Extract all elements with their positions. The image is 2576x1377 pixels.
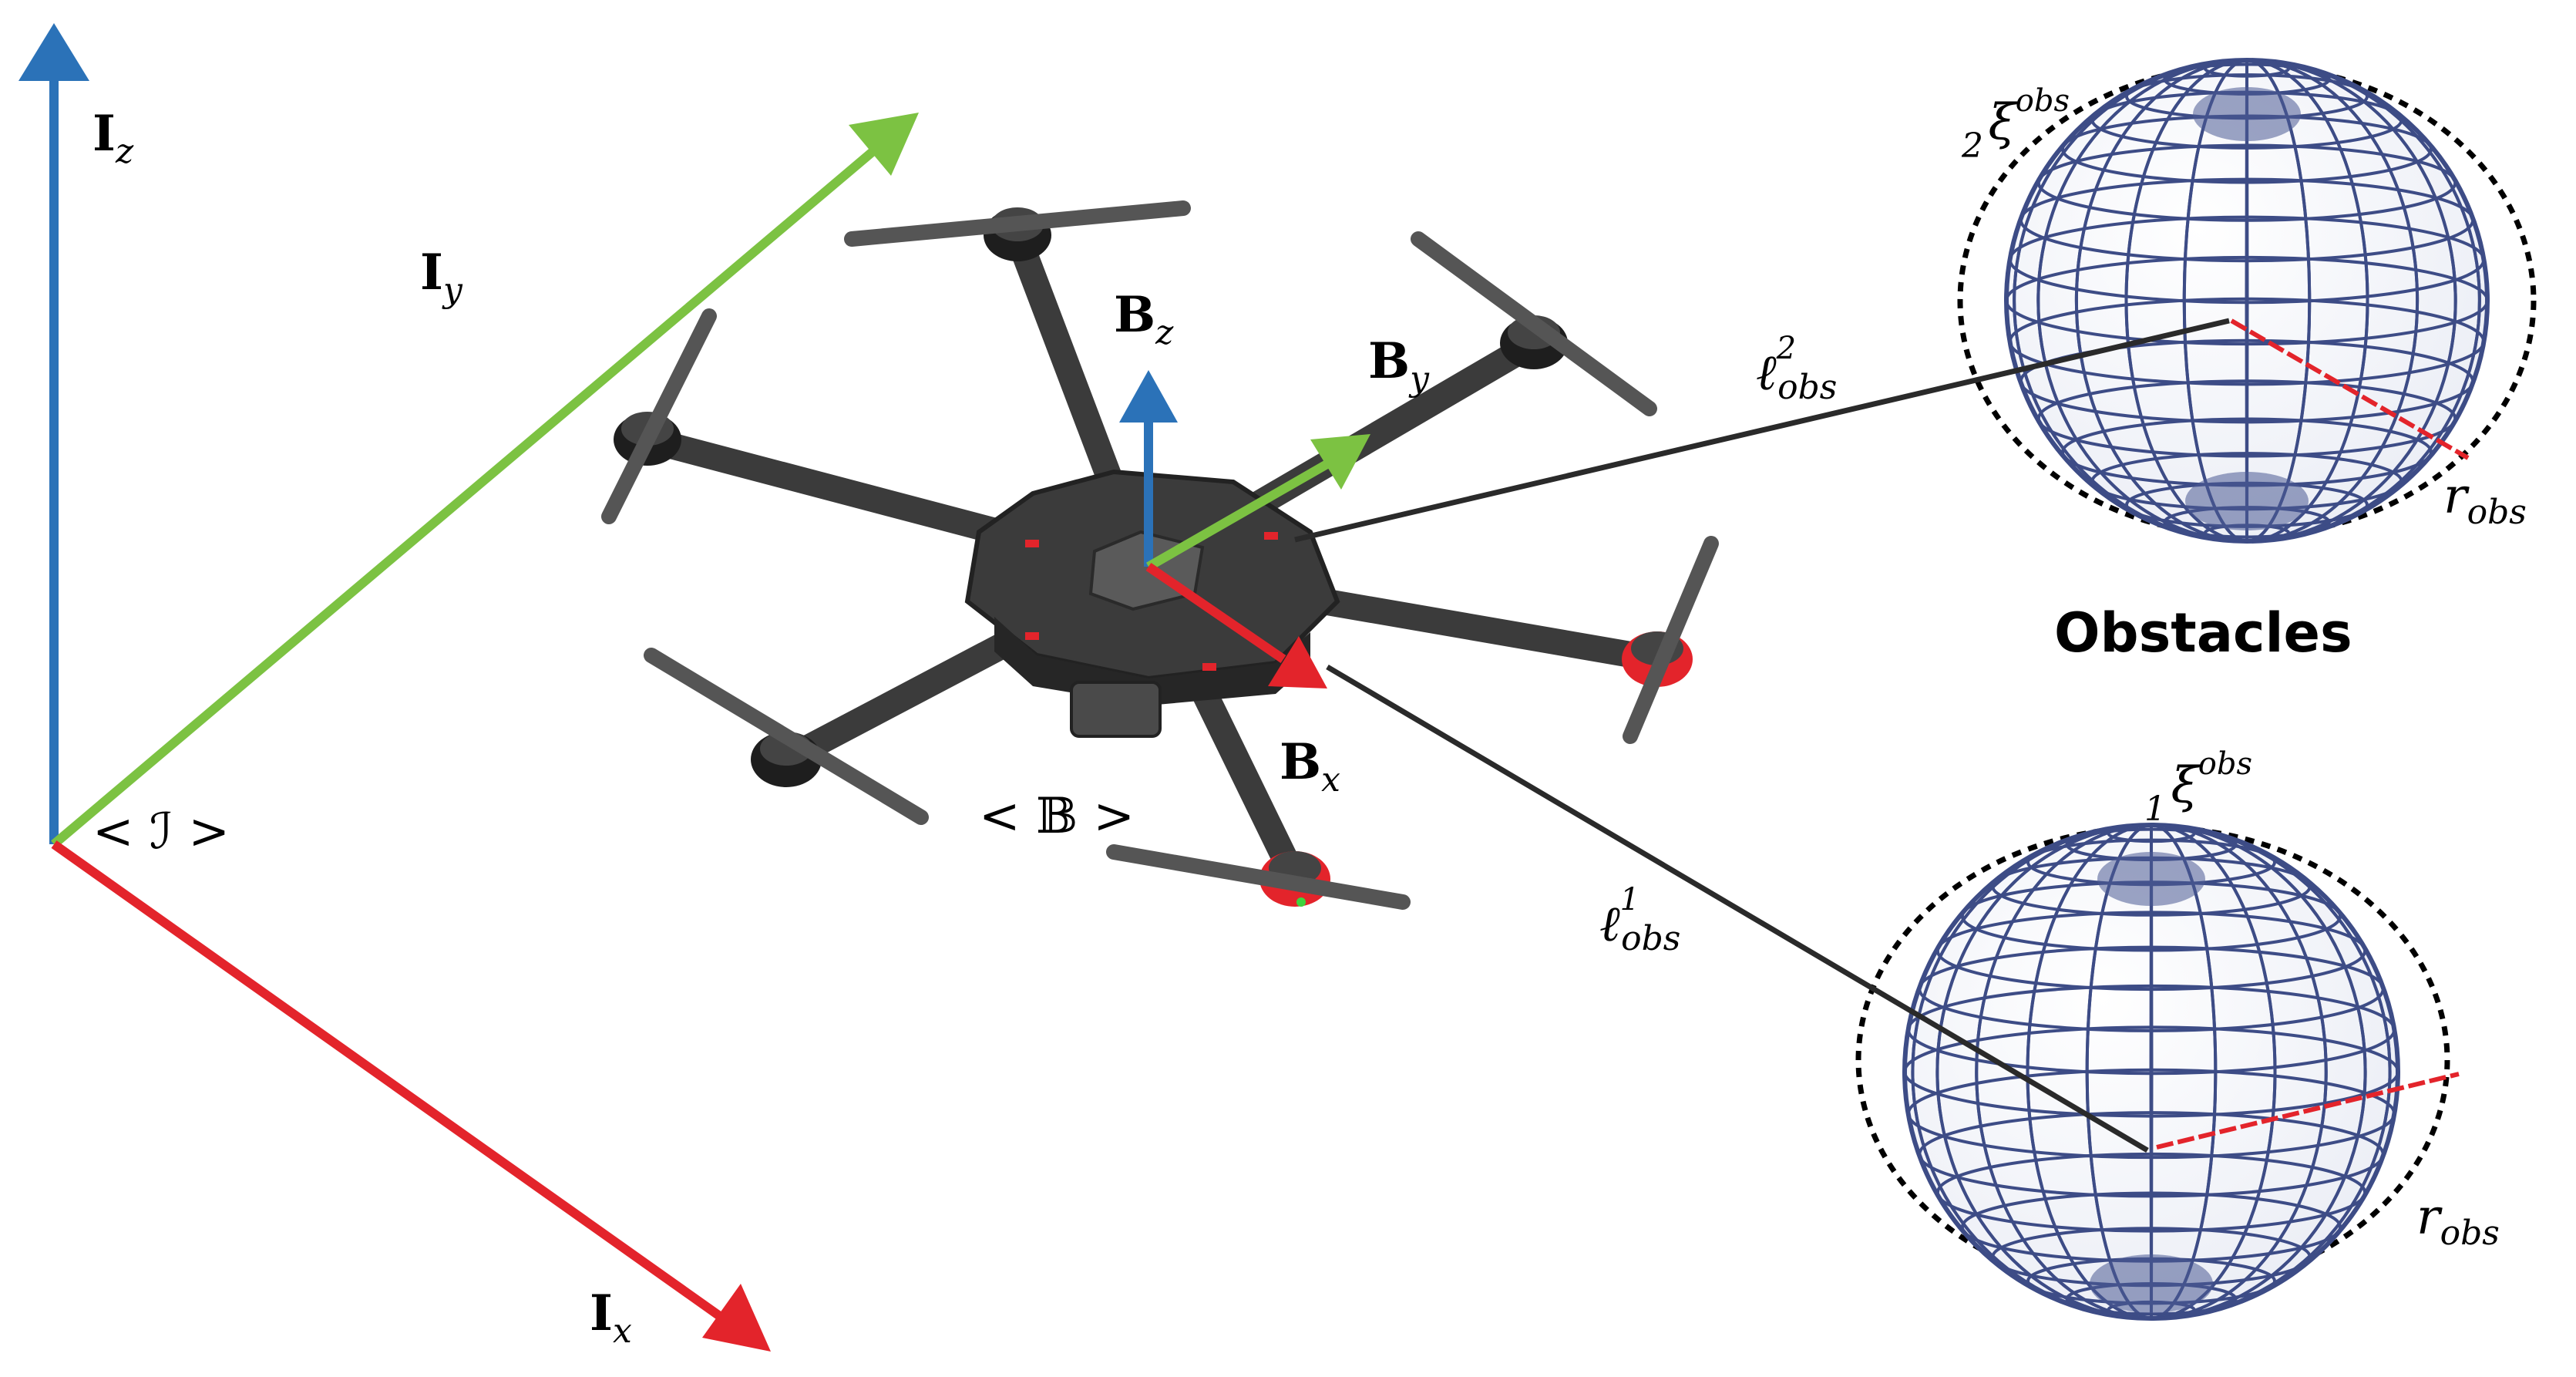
- obstacle-2-radius-line: [2230, 318, 2470, 460]
- body-y-axis: [1146, 458, 1332, 571]
- body-y-label: By: [1368, 332, 1430, 399]
- body-y-arrowhead: [1310, 434, 1370, 490]
- inertial-y-axis: [51, 143, 882, 848]
- sphere-meridian: [2245, 60, 2249, 541]
- body-x-arrowhead: [1268, 636, 1327, 688]
- sphere-meridian: [2085, 825, 2218, 1318]
- body-x-label: Bx: [1280, 733, 1340, 800]
- body-z-arrowhead: [1119, 370, 1178, 423]
- body-frame-label: < 𝔹 >: [979, 788, 1135, 845]
- obstacle-2-distance-line: [1294, 318, 2230, 543]
- body-frame: Bz By Bx < 𝔹 >: [979, 286, 1430, 845]
- motor-group: [601, 200, 1719, 910]
- sphere-meridian: [1935, 825, 2367, 1318]
- obstacles-title: Obstacles: [2054, 601, 2352, 665]
- sphere-meridian: [1975, 825, 2328, 1318]
- obstacle-1-radius-label: robs: [2416, 1189, 2500, 1253]
- obstacle-1-sphere: [1902, 823, 2400, 1321]
- sphere-meridian: [2124, 60, 2369, 541]
- inertial-z-arrowhead: [18, 23, 89, 81]
- inertial-frame: Iz Iy Ix < ℐ >: [18, 23, 919, 1352]
- sphere-meridian: [2074, 60, 2420, 541]
- body-z-label: Bz: [1114, 286, 1174, 352]
- sphere-meridian: [2149, 825, 2154, 1318]
- obstacle-1-distance-line: [1326, 664, 2149, 1153]
- sphere-meridian: [2036, 60, 2457, 541]
- inertial-y-label: Iy: [420, 244, 463, 310]
- inertial-z-label: Iz: [92, 105, 134, 171]
- hexacopter-drone: [601, 200, 1719, 910]
- body-x-axis: [1145, 563, 1286, 663]
- sphere-meridian: [2182, 60, 2312, 541]
- inertial-frame-label: < ℐ >: [92, 803, 230, 860]
- obstacle-2-radius-label: robs: [2443, 468, 2527, 532]
- drone-camera: [1070, 681, 1162, 738]
- inertial-x-arrowhead: [702, 1284, 771, 1352]
- sphere-meridian: [2026, 825, 2277, 1318]
- inertial-x-label: Ix: [590, 1284, 632, 1351]
- obstacle-2-sphere: [2004, 58, 2490, 544]
- inertial-y-arrowhead: [849, 113, 919, 176]
- sphere-meridian: [1911, 825, 2392, 1318]
- sphere-meridian: [2013, 60, 2481, 541]
- inertial-x-axis: [51, 840, 731, 1326]
- obstacle-1-radius-line: [2156, 1072, 2460, 1150]
